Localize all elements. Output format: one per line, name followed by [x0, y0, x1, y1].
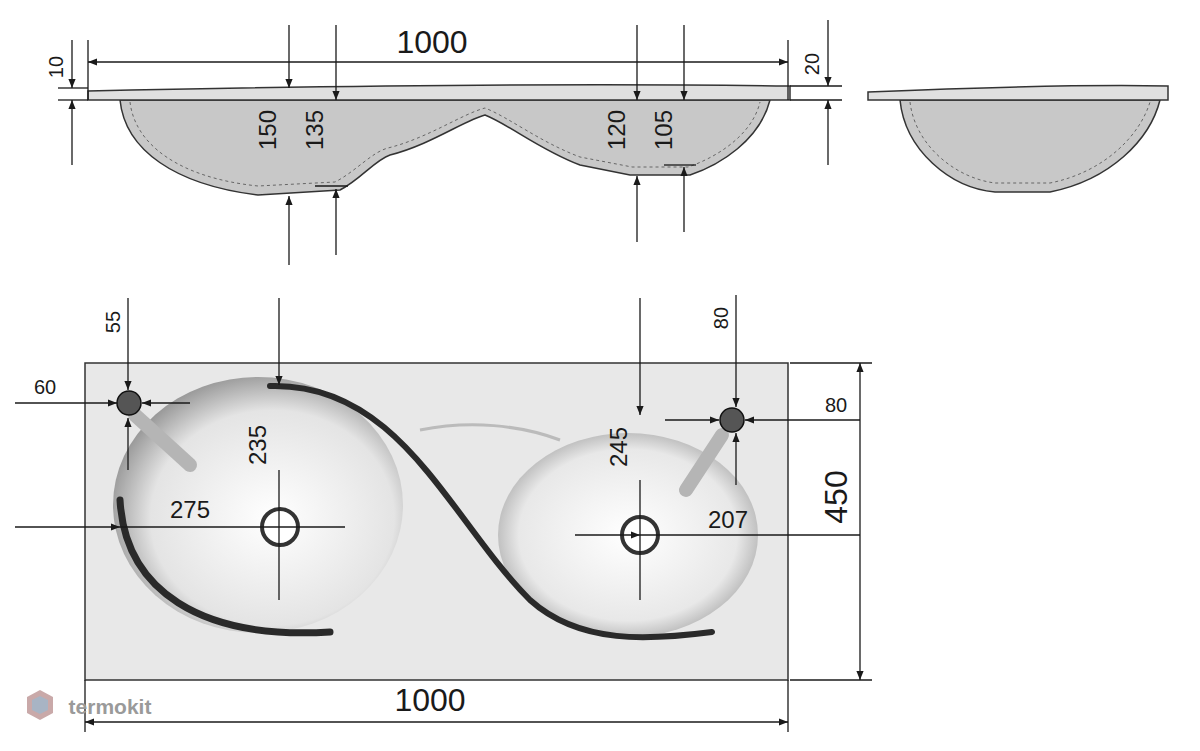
dimension-value: 10	[46, 56, 66, 78]
side-elevation	[868, 86, 1168, 192]
plan-view-part	[117, 391, 141, 415]
plan-view	[85, 363, 788, 680]
dimension-value: 120	[605, 110, 629, 150]
elevation-dimensions	[58, 20, 842, 265]
dimension-value: 235	[246, 425, 270, 465]
dimension-value: 275	[170, 498, 210, 522]
elevation-dimensions-part	[288, 196, 289, 265]
dimension-value: 80	[711, 307, 731, 329]
elevation-dimensions-part	[88, 61, 788, 62]
plan-dimensions-part	[127, 298, 128, 390]
front-elevation-part	[130, 102, 760, 186]
elevation-dimensions-part	[683, 167, 684, 232]
side-elevation-part	[900, 100, 1160, 192]
side-elevation-part	[910, 102, 1150, 183]
elevation-dimensions-part	[683, 25, 684, 100]
plan-view-part	[120, 500, 330, 633]
dimension-value: 1000	[396, 26, 467, 58]
elevation-dimensions-part	[827, 100, 828, 165]
plan-view-part	[720, 408, 744, 432]
elevation-dimensions-part	[827, 20, 828, 86]
dimension-value: 245	[607, 427, 631, 467]
elevation-dimensions-part	[790, 85, 842, 86]
elevation-dimensions-part	[335, 189, 336, 255]
watermark-logo-part	[27, 690, 53, 720]
plan-view-part	[85, 363, 788, 680]
plan-view-part	[270, 386, 712, 637]
plan-dimensions-part	[575, 534, 640, 535]
elevation-dimensions-part	[315, 185, 348, 186]
plan-dimensions-part	[665, 419, 719, 420]
dimension-value: 150	[256, 110, 280, 150]
plan-dimensions-part	[278, 298, 279, 385]
dimension-value: 207	[708, 508, 748, 532]
side-elevation-part	[868, 86, 1168, 100]
elevation-dimensions-part	[664, 164, 696, 165]
plan-dimensions-part	[639, 298, 640, 415]
elevation-dimensions-part	[71, 40, 72, 88]
plan-view-part	[113, 377, 403, 633]
elevation-dimensions-part	[58, 87, 88, 88]
plan-dimensions-part	[278, 470, 279, 600]
plan-dimensions-part	[15, 402, 117, 403]
plan-dimensions-part	[15, 526, 120, 527]
elevation-dimensions-part	[288, 25, 289, 88]
dimension-value: 105	[652, 110, 676, 150]
elevation-dimensions-part	[335, 25, 336, 100]
front-elevation-part	[120, 100, 770, 195]
dimension-value: 20	[802, 53, 822, 75]
dimension-value: 1000	[394, 684, 465, 716]
plan-view-part	[135, 415, 190, 465]
dimension-value: 60	[34, 377, 56, 397]
plan-dimensions-part	[735, 433, 736, 485]
dimension-value: 80	[825, 395, 847, 415]
front-elevation-part	[88, 85, 790, 100]
elevation-dimensions-part	[787, 40, 788, 100]
elevation-dimensions-part	[87, 40, 88, 100]
plan-dimensions-part	[859, 363, 860, 680]
plan-view-part	[686, 435, 722, 490]
plan-dimensions-part	[745, 419, 860, 420]
front-elevation	[88, 85, 790, 195]
plan-dimensions-part	[142, 402, 190, 403]
dimension-value: 55	[103, 311, 123, 333]
plan-dimensions-part	[639, 480, 640, 600]
watermark-logo-part	[32, 696, 48, 714]
watermark: termokit	[69, 696, 152, 717]
plan-dimensions-part	[120, 526, 345, 527]
elevation-dimensions-part	[790, 99, 842, 100]
plan-dimensions-part	[85, 721, 788, 722]
dimension-value: 135	[303, 110, 327, 150]
dimension-value: 450	[820, 470, 852, 523]
elevation-dimensions-part	[58, 99, 88, 100]
plan-view-part	[420, 425, 560, 440]
plan-dimensions-part	[127, 418, 128, 470]
plan-dimensions-part	[787, 680, 788, 732]
plan-dimensions-part	[735, 295, 736, 407]
plan-dimensions	[15, 295, 872, 732]
elevation-dimensions-part	[71, 100, 72, 165]
elevation-dimensions-part	[636, 176, 637, 242]
elevation-dimensions-part	[636, 25, 637, 100]
plan-dimensions-part	[640, 534, 860, 535]
watermark-logo	[27, 690, 53, 720]
